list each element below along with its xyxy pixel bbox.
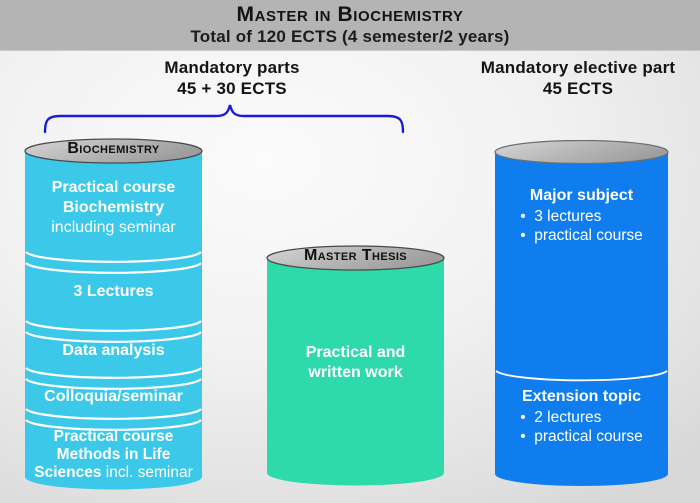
divider-arc (25, 419, 202, 431)
divider-arc (495, 370, 668, 382)
bullet-item: • 3 lectures (520, 207, 643, 226)
cylinder-lid (266, 245, 445, 271)
bullet-text: 3 lectures (534, 208, 602, 225)
extension-topic-bullets: • 2 lectures • practical course (520, 408, 643, 446)
extension-topic-block: Extension topic • 2 lectures • practical c… (494, 387, 669, 446)
bullet-icon: • (520, 428, 526, 445)
page-title: Master in Biochemistry (236, 3, 464, 26)
cylinder-body (495, 152, 668, 486)
master-thesis-cylinder-shape (266, 245, 445, 486)
brace-path (43, 104, 405, 134)
section-line: including seminar (51, 219, 176, 236)
divider-arc (25, 378, 202, 390)
section-line: Biochemistry (62, 199, 165, 216)
thesis-line: Practical and (305, 344, 406, 361)
section-line-rest: incl. seminar (101, 464, 193, 481)
elective-cylinder: Major subject • 3 lectures • practical cou… (494, 140, 669, 489)
elective-part-ects: 45 ECTS (542, 79, 614, 98)
mandatory-parts-ects: 45 + 30 ECTS (177, 79, 287, 98)
bullet-item: • practical course (520, 427, 643, 446)
bullet-text: practical course (534, 428, 643, 445)
divider-arc (25, 320, 202, 332)
thesis-line: written work (308, 364, 403, 381)
cylinder-body (25, 151, 202, 490)
section-data-analysis: Data analysis (62, 342, 165, 359)
major-subject-block: Major subject • 3 lectures • practical cou… (494, 186, 669, 245)
section-line: Practical course (51, 179, 176, 196)
divider-arc (25, 251, 202, 263)
biochemistry-cylinder: Biochemistry Practical course Biochemist… (24, 138, 203, 490)
biochemistry-label: Biochemistry (67, 140, 160, 157)
header-bar: Master in Biochemistry Total of 120 ECTS… (0, 0, 700, 51)
major-subject-bullets: • 3 lectures • practical course (520, 207, 643, 245)
page-subtitle: Total of 120 ECTS (4 semester/2 years) (190, 27, 510, 46)
bullet-item: • 2 lectures (520, 408, 643, 427)
section-colloquia: Colloquia/seminar (44, 388, 183, 405)
major-subject-title: Major subject (529, 187, 634, 204)
cylinder-body (267, 258, 444, 486)
thesis-work-text: Practical and written work (266, 343, 445, 383)
master-thesis-label: Master Thesis (303, 247, 408, 264)
brace-icon (43, 104, 405, 134)
section-methods-life-sciences: Practical course Methods in Life Science… (24, 428, 203, 482)
bullet-text: 2 lectures (534, 409, 602, 426)
bullet-icon: • (520, 227, 526, 244)
section-practical-biochem: Practical course Biochemistry including … (24, 178, 203, 238)
section-line: Sciences incl. seminar (24, 464, 203, 482)
bullet-icon: • (520, 208, 526, 225)
section-line-bold: Sciences (34, 464, 102, 481)
elective-cylinder-shape (494, 140, 669, 486)
bullet-icon: • (520, 409, 526, 426)
bullet-text: practical course (534, 227, 643, 244)
section-lectures: 3 Lectures (73, 283, 154, 300)
master-thesis-cylinder: Master Thesis Practical and written work (266, 245, 445, 490)
mandatory-parts-title: Mandatory parts (164, 58, 300, 77)
section-line: Practical course (53, 428, 174, 445)
elective-part-heading: Mandatory elective part 45 ECTS (428, 57, 700, 99)
bullet-item: • practical course (520, 226, 643, 245)
cylinder-lid (24, 138, 203, 164)
divider-arc (25, 262, 202, 274)
divider-arc (25, 367, 202, 379)
divider-arc (25, 331, 202, 343)
elective-part-title: Mandatory elective part (480, 58, 676, 77)
mandatory-parts-heading: Mandatory parts 45 + 30 ECTS (82, 57, 382, 99)
extension-topic-title: Extension topic (521, 388, 642, 405)
cylinder-lid (494, 140, 669, 165)
divider-arc (25, 408, 202, 420)
biochemistry-cylinder-shape (24, 138, 203, 490)
section-line: Methods in Life (56, 446, 171, 463)
